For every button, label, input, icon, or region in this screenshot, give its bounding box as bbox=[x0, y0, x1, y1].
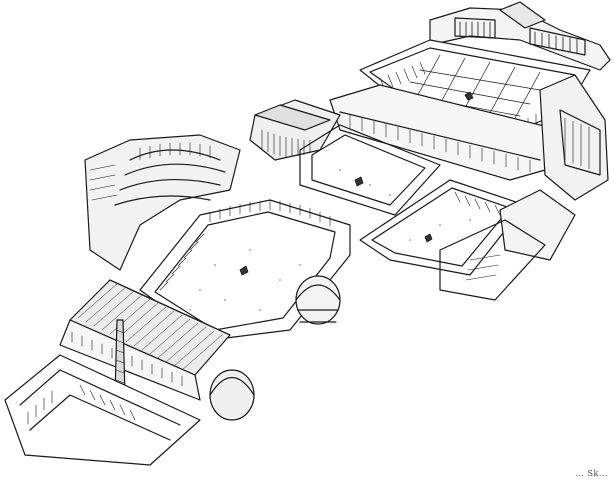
temple-complex-top bbox=[429, 1, 611, 71]
right-side-buildings bbox=[439, 74, 609, 301]
lower-left-arcades bbox=[4, 354, 201, 466]
court-figures bbox=[239, 91, 474, 276]
right-courtyard bbox=[359, 179, 526, 276]
figure-caption: ... Sk... bbox=[575, 469, 608, 478]
temple-central bbox=[249, 99, 341, 161]
rotunda bbox=[295, 275, 341, 325]
small-courtyard bbox=[299, 124, 441, 216]
market-hemicycle bbox=[84, 134, 241, 271]
basilica-roof bbox=[59, 279, 231, 401]
ground-stipple bbox=[189, 169, 471, 311]
apse-dome bbox=[209, 369, 255, 421]
